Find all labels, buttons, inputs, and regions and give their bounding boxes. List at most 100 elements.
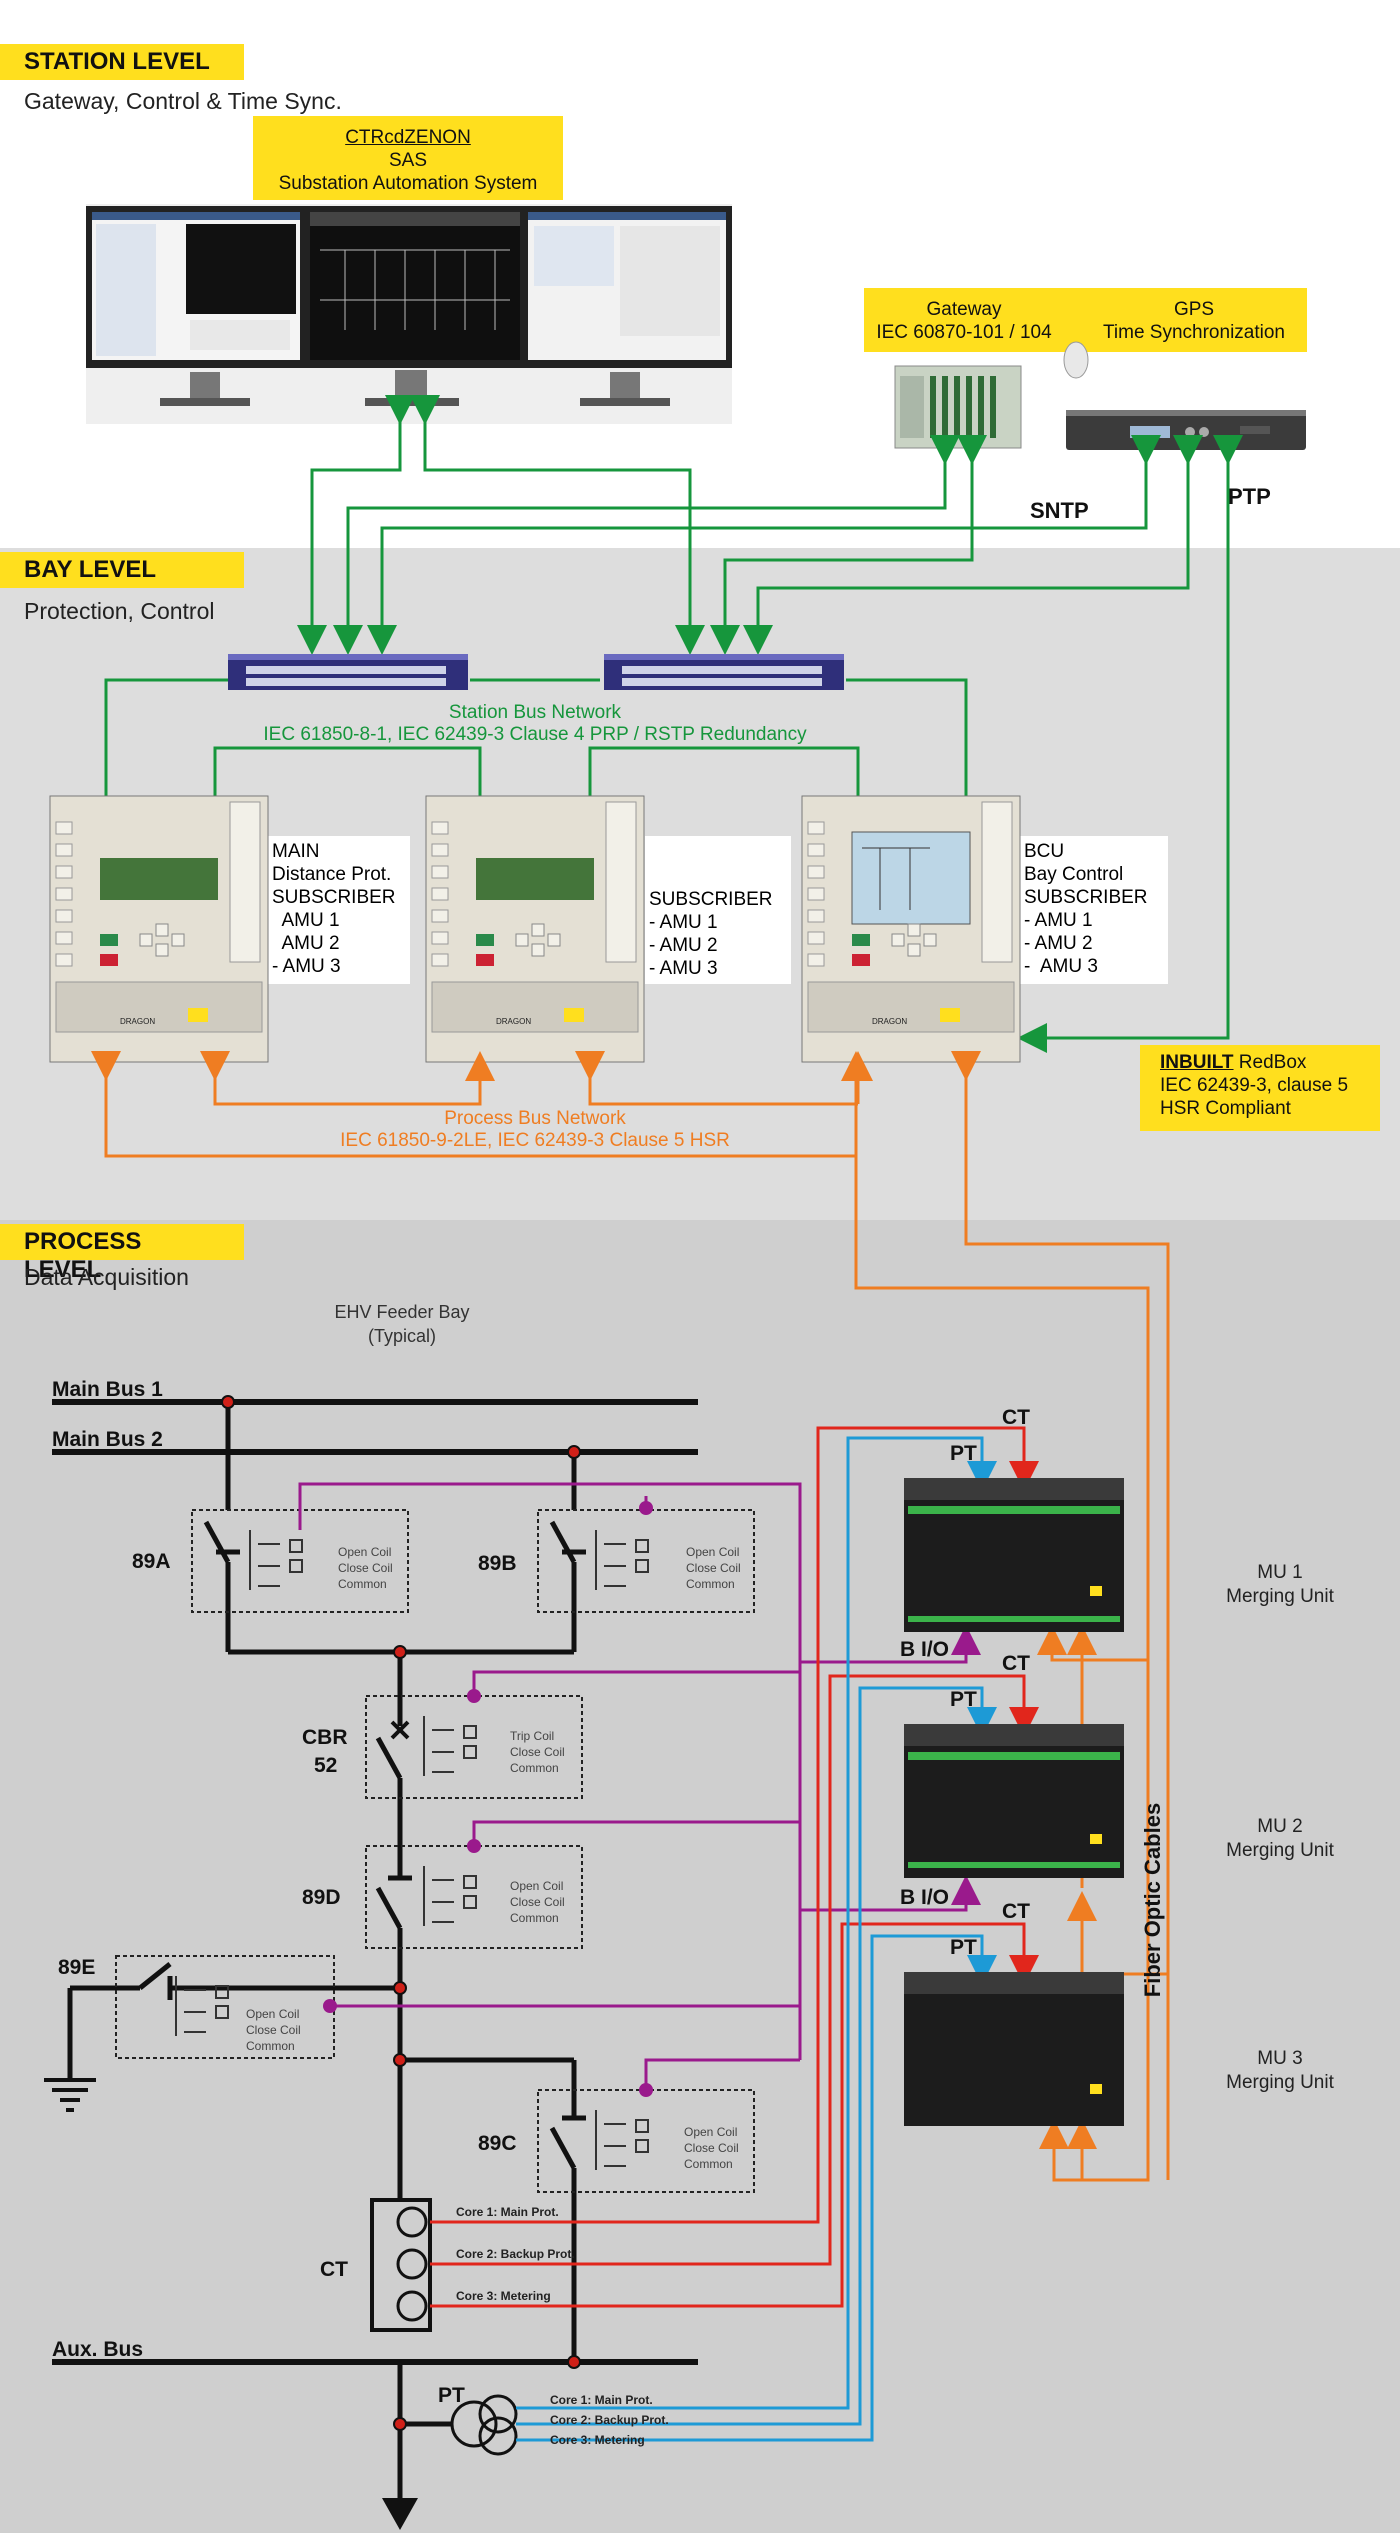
ied1-line6: - AMU 3 — [272, 956, 341, 977]
coil-89c-open: Open Coil — [684, 2125, 737, 2139]
mu-signal-labels: CT PT B I/O CT PT B I/O CT PT — [900, 1406, 1030, 1959]
mu2-label-1: MU 2 — [1257, 1816, 1302, 1837]
network-switch-1 — [228, 654, 468, 690]
mu-labels: MU 1 Merging Unit MU 2 Merging Unit MU 3… — [1226, 1562, 1334, 2093]
coil-89e-open: Open Coil — [246, 2007, 299, 2021]
process-bus-label-2: IEC 61850-9-2LE, IEC 62439-3 Clause 5 HS… — [340, 1130, 730, 1151]
ied-bcu: DRAGON — [801, 795, 1021, 1063]
mu1-label-2: Merging Unit — [1226, 1586, 1334, 1607]
switch-89c-label: 89C — [478, 2132, 517, 2155]
sntp-label: SNTP — [1030, 498, 1089, 523]
ptp-label: PTP — [1228, 484, 1271, 509]
ied1-label-panel: MAIN Distance Prot. SUBSCRIBER AMU 1 AMU… — [268, 836, 410, 984]
merging-unit-1 — [904, 1478, 1124, 1632]
sas-label-line1: CTRcdZENON — [345, 127, 471, 148]
switch-89b-blade — [549, 1520, 577, 1564]
switch-blades — [138, 1520, 586, 2170]
cbr-label-1: CBR — [302, 1726, 348, 1749]
station-bus-label-1: Station Bus Network — [449, 702, 622, 723]
coil-89b-open: Open Coil — [686, 1545, 739, 1559]
mu1-label-1: MU 1 — [1257, 1562, 1302, 1583]
ied2-line3: - AMU 2 — [649, 935, 718, 956]
feeder-out-arrow — [382, 2498, 418, 2530]
junction-nodes — [221, 1395, 581, 2431]
mu2-ct-label: CT — [1002, 1652, 1030, 1675]
ied1-line5: AMU 2 — [272, 933, 340, 954]
mu3-ct-label: CT — [1002, 1900, 1030, 1923]
coil-symbols — [175, 1530, 649, 2170]
coil-89e-common: Common — [246, 2039, 295, 2053]
pt-signal-wiring — [516, 1436, 997, 2442]
coil-89e-close: Close Coil — [246, 2023, 301, 2037]
process-bus-label-1: Process Bus Network — [444, 1108, 626, 1129]
pt-core1-label: Core 1: Main Prot. — [550, 2393, 653, 2407]
gateway-label-line2: IEC 60870-101 / 104 — [876, 322, 1052, 343]
switch-89d-label: 89D — [302, 1886, 341, 1909]
station-bus-wiring — [104, 395, 1243, 1053]
cbr-cross — [390, 1720, 410, 1740]
redbox-line3: HSR Compliant — [1160, 1098, 1291, 1119]
mu2-pt-label: PT — [950, 1688, 977, 1711]
ied2-label-panel: SUBSCRIBER - AMU 1 - AMU 2 - AMU 3 — [645, 836, 791, 984]
ied-main-distance: DRAGON — [49, 795, 269, 1063]
pt-core-labels: Core 1: Main Prot. Core 2: Backup Prot. … — [550, 2393, 669, 2447]
mu2-label-2: Merging Unit — [1226, 1840, 1334, 1861]
pt-core3-label: Core 3: Metering — [550, 2433, 645, 2447]
mu2-bio-label: B I/O — [900, 1886, 949, 1909]
station-subtitle: Gateway, Control & Time Sync. — [24, 88, 342, 114]
mu3-pt-label: PT — [950, 1936, 977, 1959]
switch-89e-label: 89E — [58, 1956, 95, 1979]
cbr-blade — [375, 1736, 403, 1780]
merging-unit-2 — [904, 1724, 1124, 1878]
coil-89c-common: Common — [684, 2157, 733, 2171]
mu3-label-1: MU 3 — [1257, 2048, 1302, 2069]
switch-89a-blade — [203, 1520, 231, 1564]
coil-89d-common: Common — [510, 1911, 559, 1925]
monitor-left — [86, 206, 306, 406]
main-bus-2-label: Main Bus 2 — [52, 1428, 163, 1451]
coil-boxes — [115, 1509, 755, 2193]
switch-89b-label: 89B — [478, 1552, 517, 1575]
merging-unit-3 — [904, 1972, 1124, 2126]
process-level-tag: PROCESS LEVEL — [0, 1224, 244, 1283]
mu3-label-2: Merging Unit — [1226, 2072, 1334, 2093]
feeder-label-1: EHV Feeder Bay — [334, 1302, 469, 1322]
coil-89a-close: Close Coil — [338, 1561, 393, 1575]
process-subtitle: Data Acquisition — [24, 1264, 189, 1290]
ied2-line2: - AMU 1 — [649, 912, 718, 933]
switch-89e-blade — [138, 1962, 172, 1990]
coil-cbr-trip: Trip Coil — [510, 1729, 554, 1743]
gps-label-line1: GPS — [1173, 299, 1215, 320]
network-switch-2 — [604, 654, 844, 690]
fiber-optic-label: Fiber Optic Cables — [1140, 1803, 1165, 1997]
main-bus-1-label: Main Bus 1 — [52, 1378, 163, 1401]
ied1-line1: MAIN — [272, 841, 320, 862]
coil-89b-common: Common — [686, 1577, 735, 1591]
bus-bars — [52, 1399, 698, 2365]
coil-89d-open: Open Coil — [510, 1879, 563, 1893]
gateway-label-line1: Gateway — [926, 299, 1002, 320]
ied2-brand: DRAGON — [496, 1017, 531, 1026]
station-bus-label-2: IEC 61850-8-1, IEC 62439-3 Clause 4 PRP … — [263, 724, 807, 745]
redbox-line2: IEC 62439-3, clause 5 — [1160, 1075, 1349, 1096]
ct-core1-label: Core 1: Main Prot. — [456, 2205, 559, 2219]
gateway-rack — [894, 365, 1022, 449]
ct-label: CT — [320, 2258, 348, 2281]
coil-89c-close: Close Coil — [684, 2141, 739, 2155]
gateway-gps-label: Gateway IEC 60870-101 / 104 GPS Time Syn… — [864, 288, 1307, 352]
station-level-tag: STATION LEVEL — [0, 44, 244, 80]
ied1-line2: Distance Prot. — [272, 864, 392, 885]
ied-backup: DRAGON — [425, 795, 645, 1063]
cbr-label-2: 52 — [314, 1754, 337, 1777]
coil-89a-common: Common — [338, 1577, 387, 1591]
coil-cbr-close: Close Coil — [510, 1745, 565, 1759]
bay-level-tag: BAY LEVEL — [0, 552, 244, 588]
ied1-line4: AMU 1 — [272, 910, 340, 931]
sas-label-line2: SAS — [388, 150, 428, 171]
ct-signal-wiring — [430, 1426, 1039, 2308]
coil-89d-close: Close Coil — [510, 1895, 565, 1909]
pt-symbol — [450, 2394, 518, 2456]
switch-89d-blade — [375, 1886, 403, 1930]
ied1-line3: SUBSCRIBER — [272, 887, 396, 908]
